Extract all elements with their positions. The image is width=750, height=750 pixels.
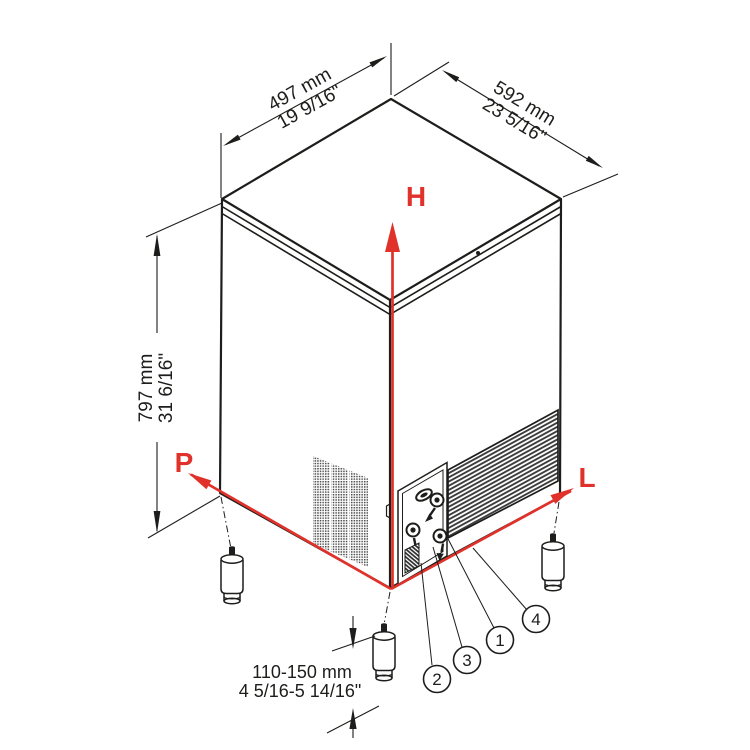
- axes: H P L: [175, 181, 596, 591]
- dimension-depth: 592 mm 23 5/16": [393, 61, 619, 198]
- axis-p-line: [190, 473, 392, 591]
- dimension-height-in: 31 6/16": [156, 353, 177, 423]
- callout-1: 1: [485, 625, 515, 655]
- foot-left: [220, 545, 244, 605]
- drain-flange-fitting: [415, 488, 433, 502]
- axis-p-label: P: [175, 447, 194, 478]
- axis-l-arrowhead: [550, 488, 574, 504]
- axis-p-arrowhead: [188, 473, 212, 490]
- axis-h-label: H: [406, 181, 426, 212]
- corner-bracket: [385, 503, 391, 519]
- water-fitting-top: [425, 492, 445, 522]
- foot-right: [541, 532, 565, 592]
- foot-center: [372, 622, 396, 682]
- callouts: 2 3 1 4: [420, 532, 551, 694]
- adjustable-feet: [220, 496, 565, 682]
- callout-3: 3: [452, 645, 482, 675]
- leader-line-1: [444, 532, 495, 629]
- svg-text:2: 2: [432, 670, 441, 689]
- vent-grille: [313, 456, 368, 567]
- connection-panel: [397, 461, 448, 586]
- dimension-width: 497 mm 19 9/16": [220, 43, 392, 198]
- water-fitting-right: [432, 528, 448, 561]
- callout-4: 4: [521, 604, 551, 634]
- foot-centerline-center: [384, 591, 391, 623]
- svg-text:4: 4: [531, 610, 540, 629]
- foot-centerline-left: [220, 496, 231, 547]
- dimension-foot-in: 4 5/16-5 14/16": [239, 681, 361, 701]
- dimension-foot-height: 110-150 mm 4 5/16-5 14/16": [239, 616, 380, 738]
- dimension-height: 797 mm 31 6/16": [136, 202, 223, 539]
- cable-entry: [404, 542, 420, 574]
- axis-h-arrowhead: [385, 222, 400, 252]
- leader-line-3: [432, 546, 463, 648]
- lid-latch-dot: [476, 251, 480, 255]
- foot-centerline-right: [553, 501, 560, 534]
- svg-text:1: 1: [495, 631, 504, 650]
- condenser-grille: [447, 408, 559, 540]
- leader-line-4: [472, 547, 528, 611]
- callout-2: 2: [422, 664, 452, 694]
- machine-body: [218, 97, 563, 590]
- axis-l-line: [390, 489, 572, 591]
- dimension-height-mm: 797 mm: [136, 354, 157, 423]
- leader-line-2: [420, 562, 433, 666]
- dimension-foot-mm: 110-150 mm: [252, 662, 352, 682]
- axis-l-label: L: [578, 462, 595, 493]
- svg-text:3: 3: [462, 651, 471, 670]
